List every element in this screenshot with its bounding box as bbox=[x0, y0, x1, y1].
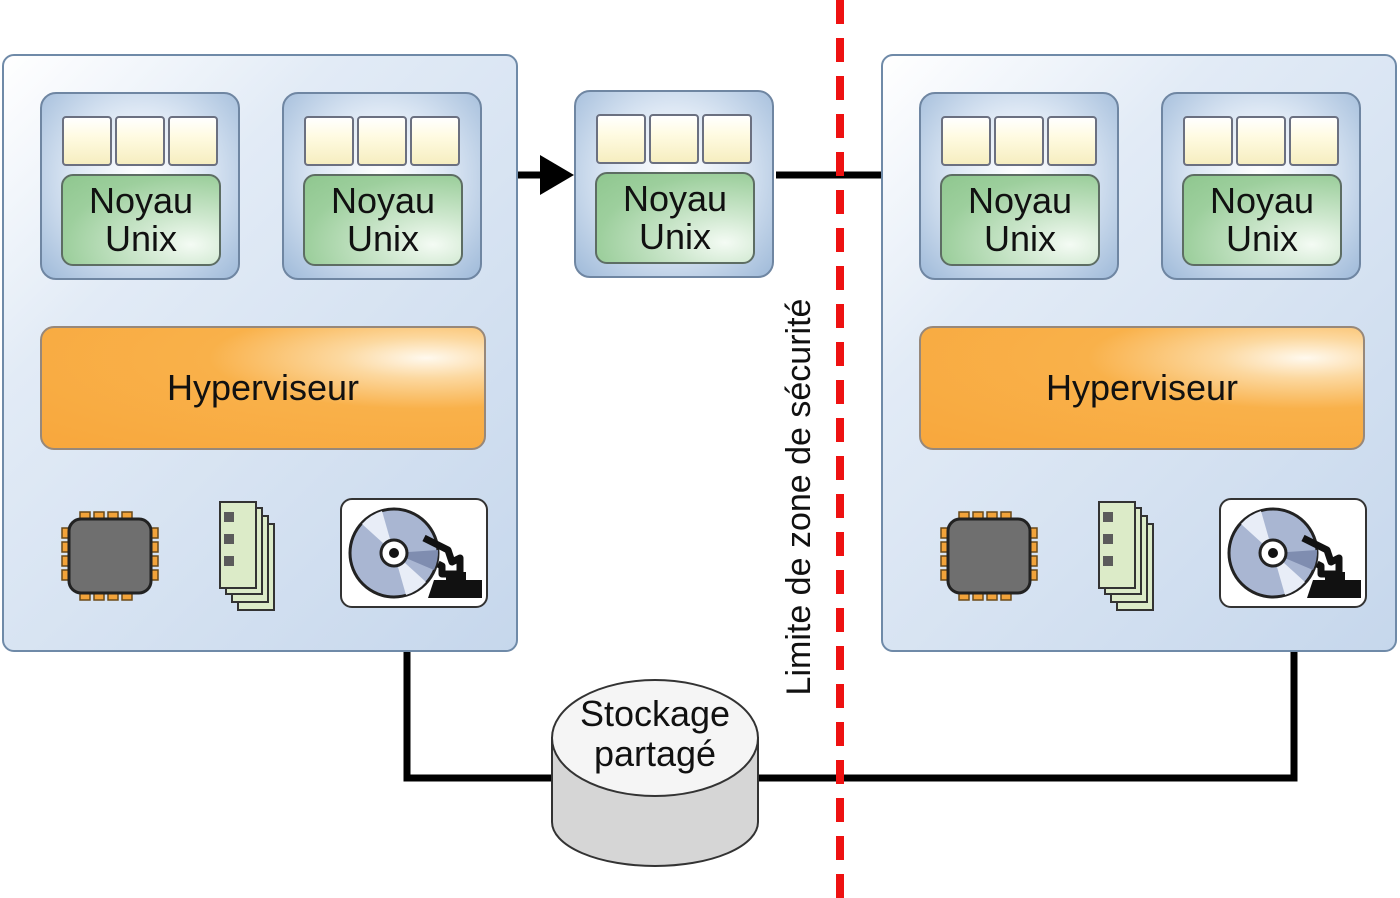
app-slot bbox=[168, 116, 218, 166]
kernel-box: Noyau Unix bbox=[61, 174, 221, 266]
hypervisor-box: Hyperviseur bbox=[40, 326, 486, 450]
kernel-box: Noyau Unix bbox=[303, 174, 463, 266]
app-slot bbox=[941, 116, 991, 166]
host-left: Noyau Unix Noyau Unix Hyperviseur bbox=[2, 54, 518, 652]
storage-cylinder-icon bbox=[551, 679, 759, 867]
cpu-chip-icon bbox=[940, 511, 1038, 601]
disk-drive bbox=[1219, 498, 1367, 608]
shared-storage-label: Stockage partagé bbox=[579, 693, 731, 774]
arrow-right-icon bbox=[540, 155, 574, 195]
app-slot bbox=[62, 116, 112, 166]
app-slot bbox=[357, 116, 407, 166]
vm-left-1: Noyau Unix bbox=[40, 92, 240, 280]
hypervisor-box: Hyperviseur bbox=[919, 326, 1365, 450]
kernel-box: Noyau Unix bbox=[940, 174, 1100, 266]
vm-migrating: Noyau Unix bbox=[574, 90, 774, 278]
app-slot bbox=[702, 114, 752, 164]
cpu-chip-icon bbox=[61, 511, 159, 601]
disk-drive bbox=[340, 498, 488, 608]
app-slot bbox=[649, 114, 699, 164]
memory-modules-icon bbox=[1098, 501, 1154, 611]
app-slot bbox=[596, 114, 646, 164]
host-right: Noyau Unix Noyau Unix Hyperviseur bbox=[881, 54, 1397, 652]
vm-right-1: Noyau Unix bbox=[919, 92, 1119, 280]
app-slot bbox=[1289, 116, 1339, 166]
app-slot bbox=[1236, 116, 1286, 166]
security-boundary-label: Limite de zone de sécurité bbox=[780, 298, 818, 696]
right-storage-link bbox=[758, 604, 1298, 782]
disk-drive-icon bbox=[348, 507, 482, 599]
app-slot bbox=[410, 116, 460, 166]
app-slot bbox=[1183, 116, 1233, 166]
app-slot bbox=[994, 116, 1044, 166]
vm-right-2: Noyau Unix bbox=[1161, 92, 1361, 280]
kernel-box: Noyau Unix bbox=[595, 172, 755, 264]
app-slot bbox=[1047, 116, 1097, 166]
app-slot bbox=[115, 116, 165, 166]
left-storage-link bbox=[403, 604, 552, 782]
kernel-box: Noyau Unix bbox=[1182, 174, 1342, 266]
disk-drive-icon bbox=[1227, 507, 1361, 599]
vm-left-2: Noyau Unix bbox=[282, 92, 482, 280]
app-slot bbox=[304, 116, 354, 166]
memory-modules-icon bbox=[219, 501, 275, 611]
